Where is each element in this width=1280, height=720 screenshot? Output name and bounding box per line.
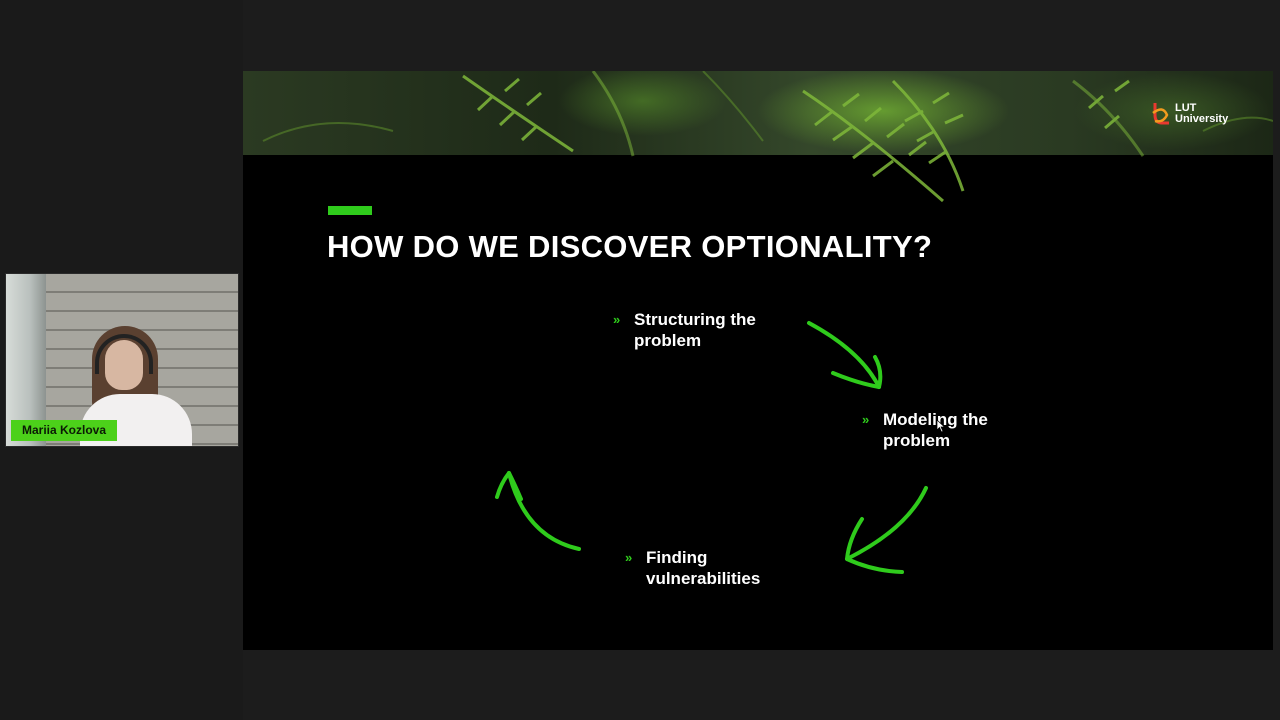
arrow-modeling-to-finding xyxy=(845,486,928,561)
step-modeling: » Modeling the problem xyxy=(862,409,1053,451)
step-finding: » Finding vulnerabilities xyxy=(625,547,816,589)
step-label-line1: Modeling the xyxy=(883,410,988,429)
chevron-double-right-icon: » xyxy=(613,312,620,327)
video-window-frame xyxy=(6,274,46,446)
participant-gallery: Mariia Kozlova xyxy=(0,0,243,720)
arrowhead-1 xyxy=(831,355,883,389)
chevron-double-right-icon: » xyxy=(625,550,632,565)
headphones-icon xyxy=(95,334,153,374)
chevron-double-right-icon: » xyxy=(862,412,869,427)
presentation-slide: LUT University HOW DO WE DISCOVER OPTION… xyxy=(243,71,1273,650)
fern-leaves-illustration xyxy=(262,71,1273,203)
step-label-line2: vulnerabilities xyxy=(646,569,761,588)
logo-line2: University xyxy=(1175,113,1229,125)
arrow-finding-to-structuring xyxy=(507,471,581,551)
step-label-line1: Structuring the xyxy=(634,310,756,329)
step-label-line2: problem xyxy=(883,431,951,450)
participant-name-tag: Mariia Kozlova xyxy=(11,420,118,441)
cycle-arrows xyxy=(495,321,928,574)
title-accent-bar xyxy=(328,206,372,215)
step-label-line2: problem xyxy=(634,331,702,350)
lut-university-logo: LUT University xyxy=(1149,101,1228,127)
mouse-cursor-icon xyxy=(937,420,945,432)
lut-logo-icon xyxy=(1152,103,1169,125)
step-structuring: » Structuring the problem xyxy=(613,309,804,351)
arrow-structuring-to-modeling xyxy=(807,321,881,389)
logo-line1: LUT xyxy=(1175,102,1197,114)
arrowhead-3 xyxy=(495,471,523,501)
arrowhead-2 xyxy=(845,517,904,574)
step-label-line1: Finding xyxy=(646,548,708,567)
fern-banner-image: LUT University xyxy=(243,71,1273,203)
slide-title: HOW DO WE DISCOVER OPTIONALITY? xyxy=(327,229,933,264)
